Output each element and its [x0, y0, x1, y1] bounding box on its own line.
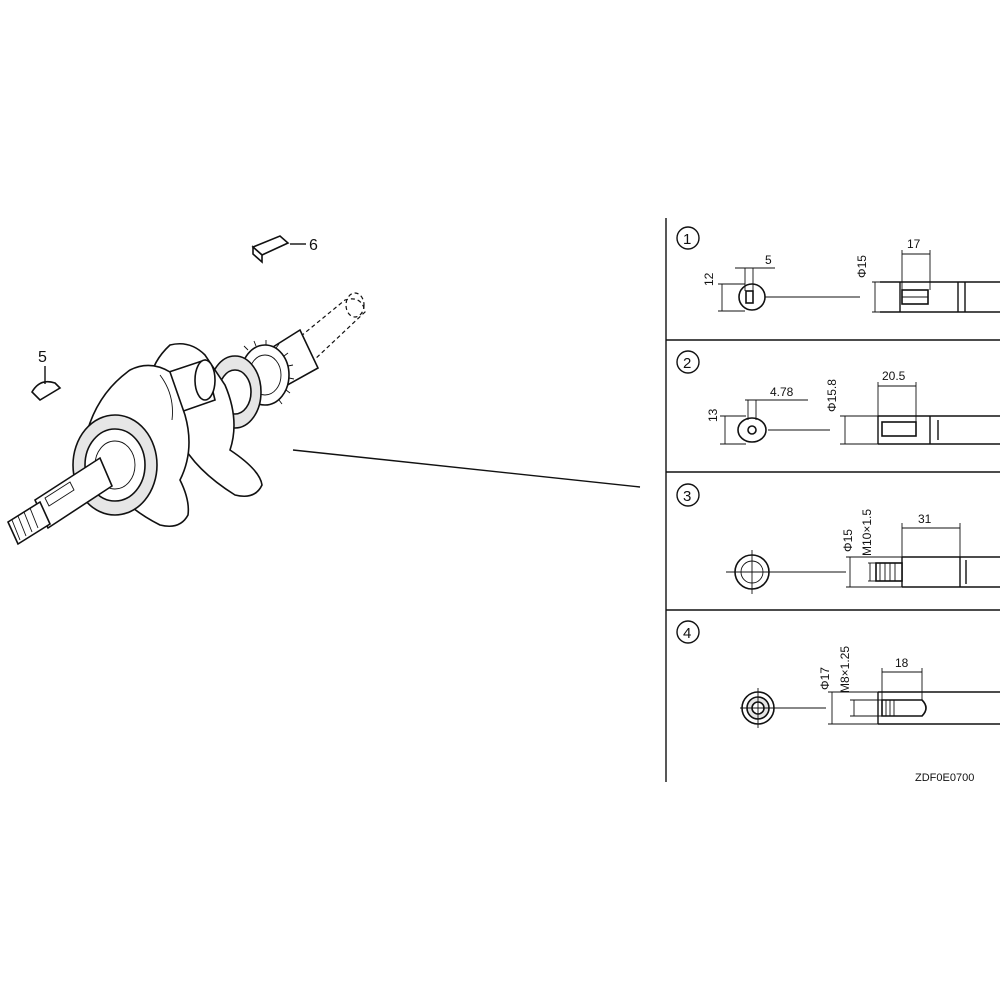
panel-2-number: 2 [683, 355, 691, 372]
panel-3-number: 3 [683, 488, 691, 505]
panel-4: 4 Φ17 M8×1.25 18 [676, 620, 1000, 728]
callout-part-5: 5 [38, 349, 47, 366]
panel-1: 1 5 12 Φ15 17 [676, 226, 1000, 313]
panel-2-key-width: 4.78 [770, 385, 794, 399]
panel-2: 2 4.78 13 Φ15.8 20.5 [676, 350, 1000, 445]
panel-4-thread: M8×1.25 [838, 646, 852, 693]
panel-2-key-height: 13 [706, 408, 720, 422]
panel-4-number: 4 [683, 625, 691, 642]
panel-2-length: 20.5 [882, 369, 906, 383]
panel-3: 3 Φ15 M10×1.5 31 [676, 483, 1000, 594]
panel-4-length: 18 [895, 656, 909, 670]
callout-part-6: 6 [309, 237, 318, 254]
crankshaft-illustration [6, 235, 366, 546]
panel-3-thread: M10×1.5 [860, 509, 874, 556]
panel-1-diameter: Φ15 [855, 255, 869, 278]
panel-2-diameter: Φ15.8 [825, 379, 839, 412]
panel-1-key-height: 12 [702, 272, 716, 286]
panel-1-number: 1 [683, 231, 691, 248]
panel-4-diameter: Φ17 [818, 667, 832, 690]
woodruff-key [31, 380, 62, 402]
panel-1-key-width: 5 [765, 253, 772, 267]
detail-panels [665, 218, 1000, 782]
leader-line [292, 449, 641, 488]
panel-3-length: 31 [918, 512, 932, 526]
panel-1-length: 17 [907, 237, 921, 251]
figure-code: ZDF0E0700 [915, 772, 974, 784]
panel-3-diameter: Φ15 [841, 529, 855, 552]
